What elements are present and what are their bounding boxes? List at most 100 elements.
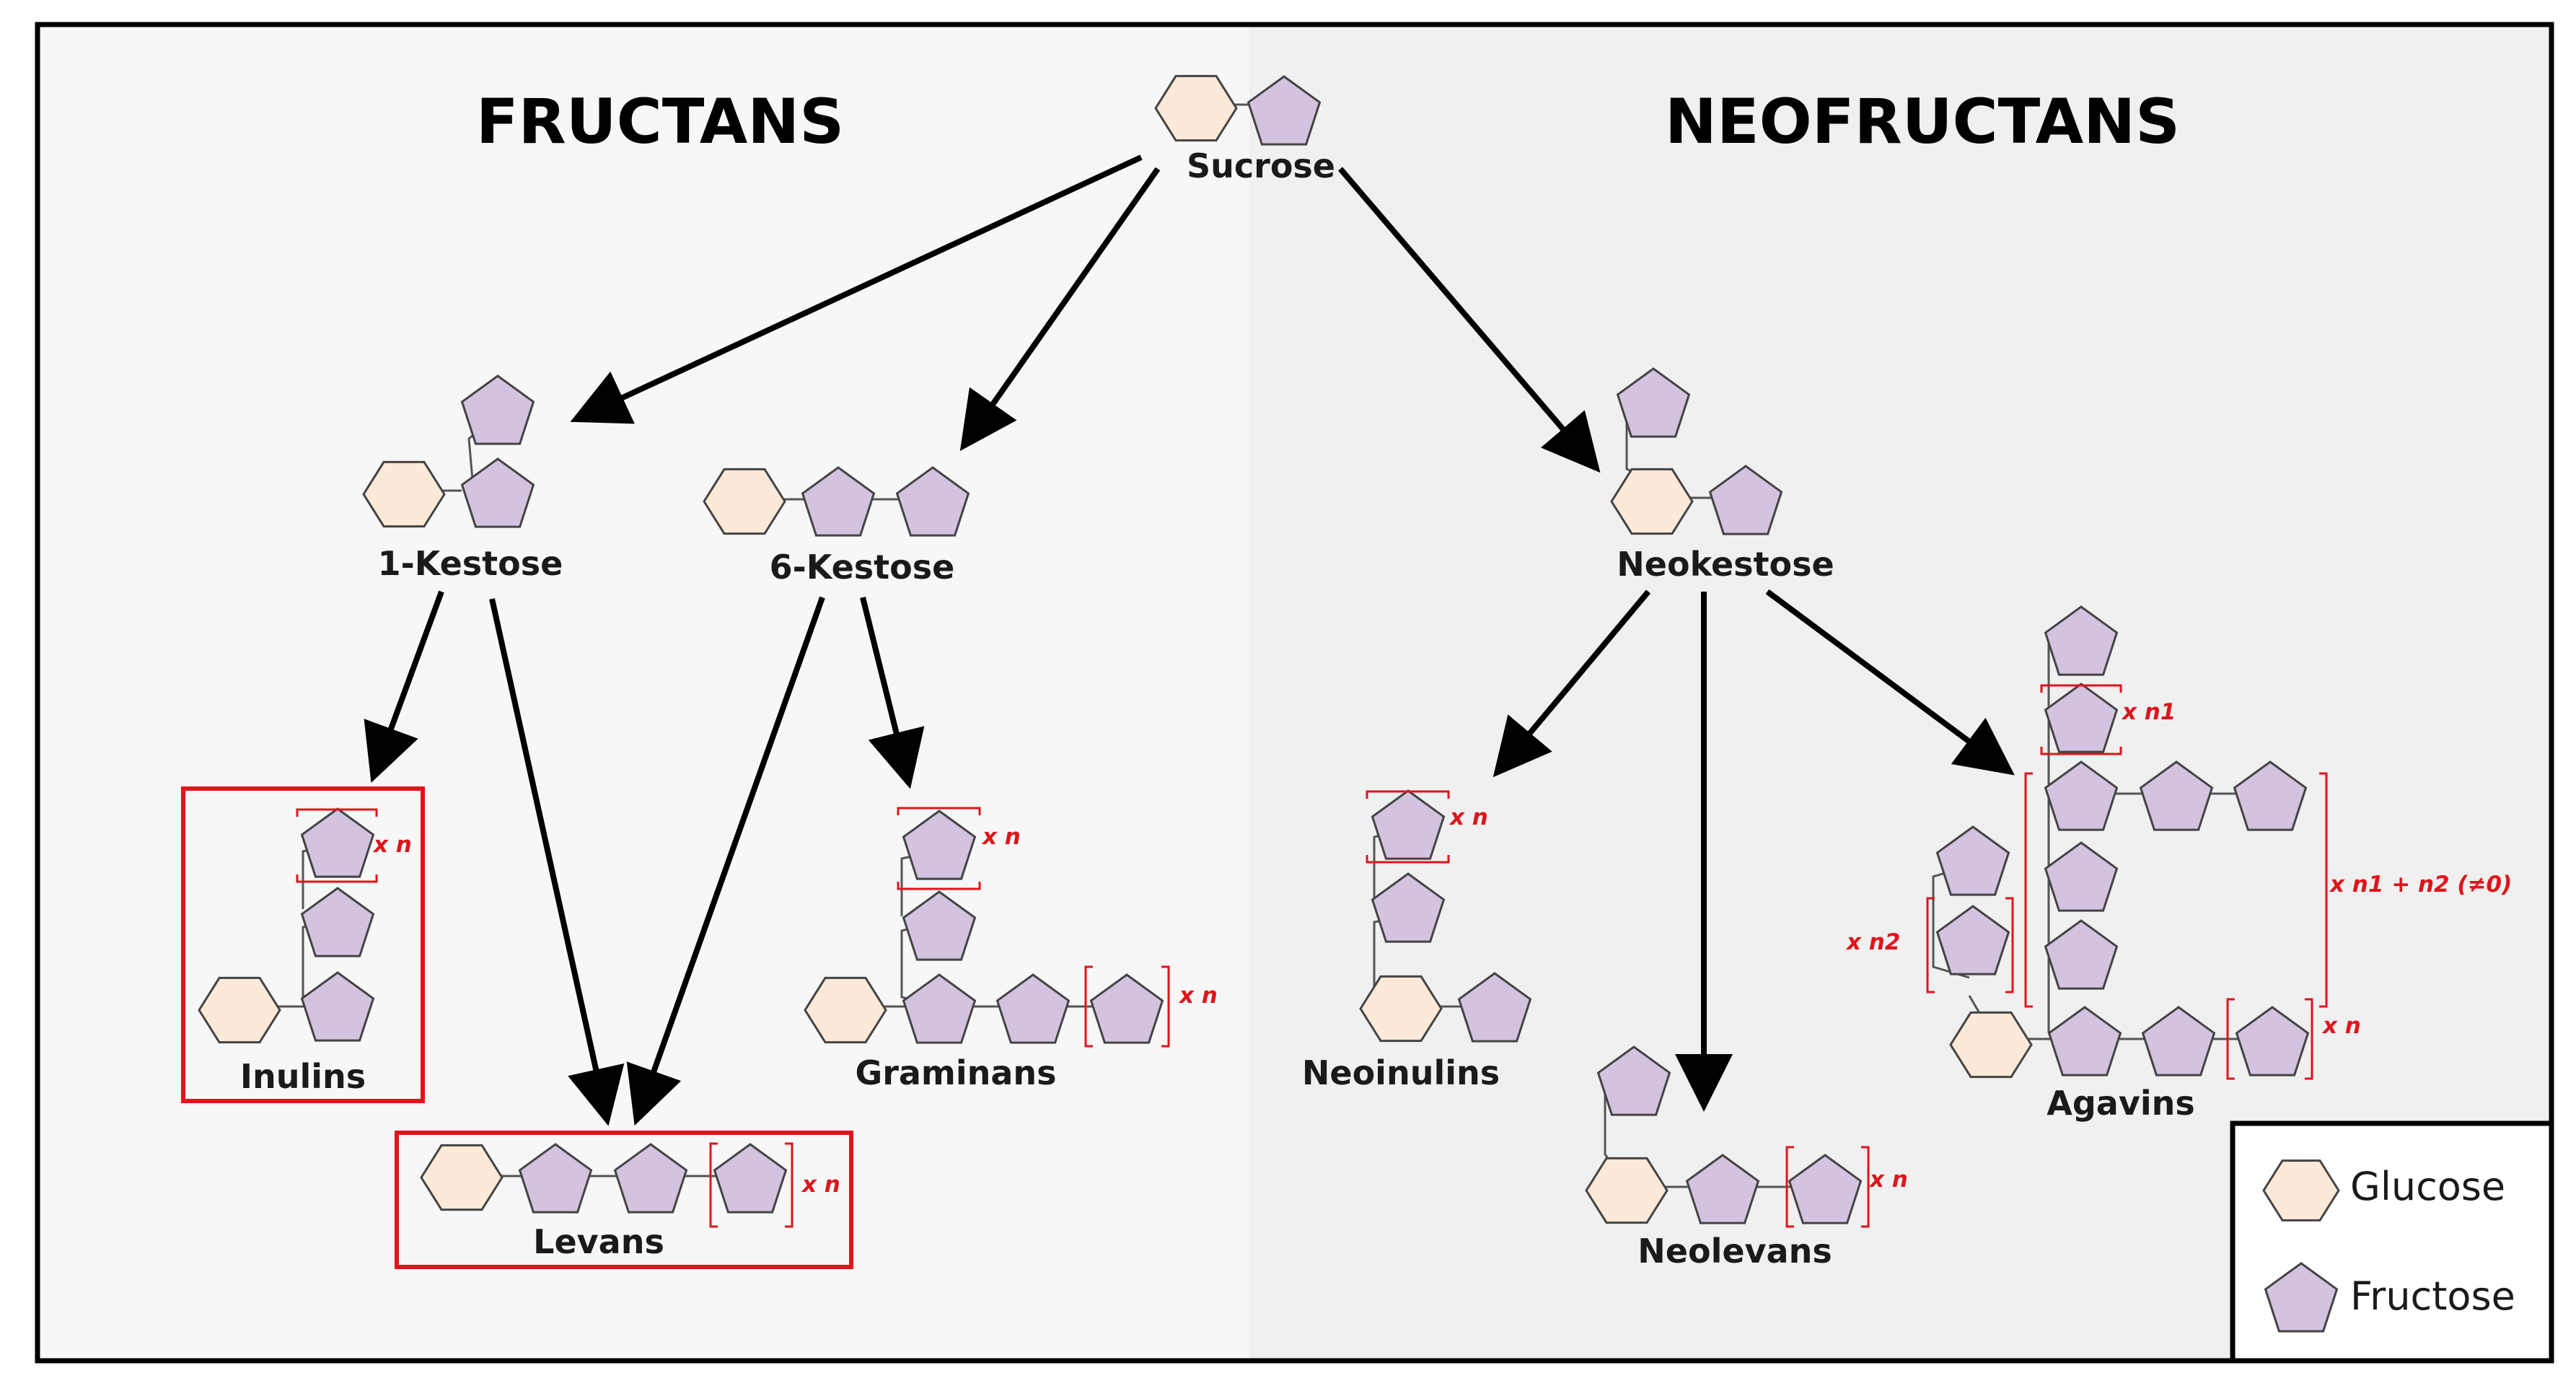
- 6-kestose-label: 6-Kestose: [770, 548, 955, 587]
- neolevans-glucose: [1585, 1157, 1669, 1224]
- neokestose-fructose-2: [1708, 465, 1783, 535]
- inulins-fructose-2: [300, 887, 375, 957]
- agavins-fructose-12: [1935, 825, 2010, 896]
- levans-fructose-2: [613, 1143, 688, 1214]
- agavins-bracket-total-left: [2024, 772, 2033, 1008]
- graminans-bracket-top: [897, 807, 981, 815]
- neolevans-fructose-1: [1596, 1045, 1671, 1116]
- levans-bracket-left: [709, 1142, 718, 1228]
- neolevans-fructose-2: [1685, 1154, 1760, 1224]
- arrow-1-kestose-to-inulins: [364, 590, 444, 784]
- agavins-fructose-7: [2139, 760, 2214, 831]
- graminans-glucose: [804, 976, 887, 1044]
- graminans-repeat-label-side: x n: [1178, 983, 1218, 1009]
- levans-fructose-3: [713, 1143, 788, 1214]
- arrow-sucrose-to-1-kestose: [570, 154, 1143, 424]
- 1-kestose-fructose-1: [460, 457, 535, 528]
- neokestose-glucose: [1610, 468, 1694, 535]
- graminans-fructose-2: [995, 973, 1071, 1044]
- agavins-fructose-2: [2141, 1006, 2216, 1076]
- graminans-label: Graminans: [855, 1053, 1056, 1092]
- levans-highlight-box: [395, 1131, 853, 1269]
- arrow-neokestose-to-agavins: [1765, 589, 2015, 776]
- neoinulins-fructose-3: [1371, 789, 1446, 860]
- levans-bracket-right: [785, 1142, 794, 1228]
- diagram-frame: [35, 22, 2554, 1364]
- neoinulins-bracket-bottom: [1366, 855, 1450, 864]
- neokestose-label: Neokestose: [1617, 545, 1834, 584]
- 6-kestose-fructose-2: [895, 466, 970, 537]
- legend-symbols: [2262, 1159, 2340, 1333]
- agavins-bracket-n-right: [2305, 998, 2313, 1080]
- agavins-fructose-11: [1935, 905, 2010, 975]
- panel-fructans: [38, 25, 1249, 1361]
- agavins-fructose-5: [2044, 841, 2119, 912]
- neoinulins-bracket-top: [1366, 790, 1450, 799]
- inulins-bracket-top: [296, 808, 378, 817]
- neolevans-repeat-label: x n: [1868, 1167, 1908, 1193]
- agavins-fructose-10: [2044, 605, 2119, 676]
- fructans-title: FRUCTANS: [476, 86, 844, 158]
- levans-fructose-1: [518, 1143, 593, 1214]
- 1-kestose-label: 1-Kestose: [378, 544, 563, 583]
- arrow-6-kestose-to-graminans: [860, 597, 925, 789]
- neoinulins-glucose: [1359, 975, 1443, 1043]
- inulins-repeat-label: x n: [372, 832, 412, 858]
- graminans-fructose-5: [902, 810, 977, 880]
- agavins-repeat-label-total: x n1 + n2 (≠0): [2329, 872, 2512, 898]
- agavins-fructose-8: [2233, 760, 2308, 831]
- legend-glucose-icon: [2262, 1159, 2340, 1221]
- graminans-bracket-bottom: [897, 882, 981, 890]
- graminans-bracket-right: [1161, 965, 1170, 1048]
- 6-kestose-glucose: [703, 468, 786, 535]
- 6-kestose-fructose-1: [801, 466, 876, 537]
- agavins-repeat-label-n1: x n1: [2121, 699, 2176, 725]
- levans-label: Levans: [533, 1222, 664, 1261]
- levans-glucose: [420, 1144, 504, 1211]
- neolevans-bracket-right: [1861, 1146, 1870, 1228]
- arrow-neokestose-to-neoinulins: [1493, 589, 1651, 778]
- graminans-fructose-3: [1089, 973, 1164, 1044]
- neoinulins-fructose-2: [1371, 872, 1446, 943]
- 1-kestose-fructose-2: [460, 374, 535, 445]
- repeat-brackets: [296, 684, 2328, 1228]
- neolevans-fructose-3: [1788, 1154, 1863, 1224]
- agavins-bracket-total-right: [2319, 772, 2328, 1008]
- arrow-sucrose-to-neokestose: [1337, 167, 1601, 473]
- agavins-fructose-6: [2044, 760, 2119, 831]
- agavins-label: Agavins: [2047, 1084, 2194, 1123]
- inulins-label: Inulins: [240, 1057, 366, 1096]
- agavins-fructose-4: [2044, 919, 2119, 990]
- inulins-glucose: [198, 976, 281, 1044]
- monosaccharide-units: [198, 74, 2310, 1224]
- agavins-bracket-n1-top: [2040, 684, 2122, 693]
- graminans-fructose-1: [902, 973, 977, 1044]
- agavins-fructose-1: [2047, 1006, 2122, 1076]
- graminans-bracket-left: [1084, 965, 1093, 1048]
- agavins-bracket-n-left: [2226, 998, 2235, 1080]
- neoinulins-repeat-label: x n: [1449, 804, 1488, 830]
- neoinulins-label: Neoinulins: [1302, 1053, 1500, 1092]
- agavins-glucose: [1949, 1011, 2033, 1079]
- neolevans-bracket-left: [1785, 1146, 1794, 1228]
- inulins-fructose-3: [300, 807, 375, 878]
- neokestose-fructose-1: [1616, 367, 1691, 438]
- legend-fructose-label: Fructose: [2350, 1273, 2515, 1319]
- neolevans-label: Neolevans: [1638, 1232, 1832, 1271]
- neofructans-title: NEOFRUCTANS: [1665, 86, 2180, 158]
- arrow-1-kestose-to-levans: [489, 598, 625, 1126]
- agavins-bracket-n2-right: [2005, 897, 2014, 994]
- legend-fructose-icon: [2264, 1262, 2339, 1333]
- agavins-repeat-label-n: x n: [2321, 1013, 2361, 1039]
- agavins-bracket-n2-left: [1926, 897, 1935, 994]
- arrow-6-kestose-to-levans: [626, 596, 825, 1126]
- agavins-fructose-9: [2044, 683, 2119, 753]
- biosynthesis-arrows: [364, 154, 2015, 1126]
- arrow-sucrose-to-6-kestose: [959, 167, 1161, 452]
- sucrose-fructose: [1247, 75, 1322, 146]
- agavins-repeat-label-n2: x n2: [1845, 929, 1900, 955]
- sucrose-glucose: [1154, 74, 1238, 142]
- inulins-fructose-1: [300, 971, 375, 1042]
- graminans-repeat-label-top: x n: [981, 824, 1021, 850]
